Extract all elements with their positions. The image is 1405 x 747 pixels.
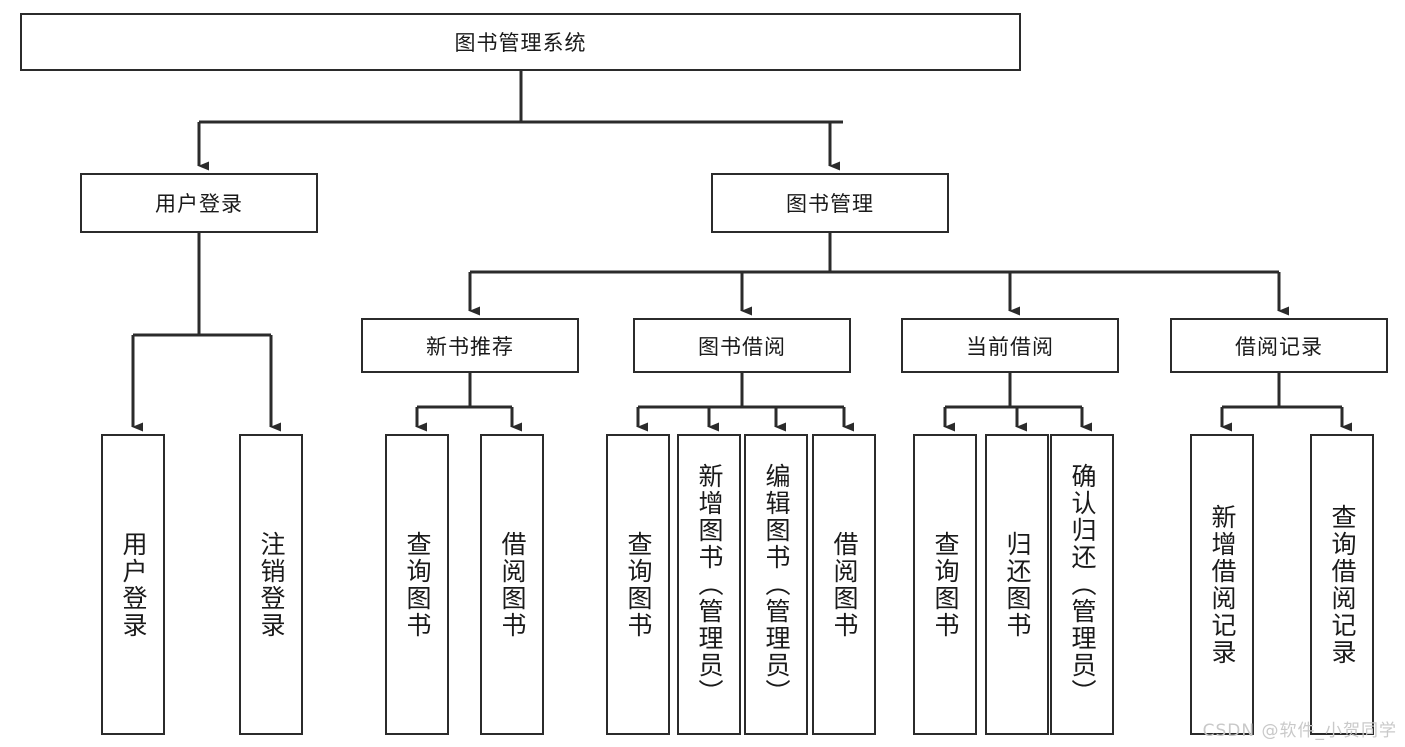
node-leaf-8-label: 借阅图书 — [830, 530, 859, 639]
node-level3-4[interactable]: 借阅记录 — [1170, 318, 1388, 373]
node-level2-2[interactable]: 图书管理 — [711, 173, 949, 233]
node-leaf-11[interactable]: 确认归还（管理员） — [1050, 434, 1114, 735]
node-leaf-4[interactable]: 借阅图书 — [480, 434, 544, 735]
node-level3-2-label: 图书借阅 — [698, 334, 786, 359]
node-level2-1[interactable]: 用户登录 — [80, 173, 318, 233]
node-leaf-10-label: 归还图书 — [1003, 530, 1032, 639]
node-leaf-7-label: 编辑图书（管理员） — [762, 463, 791, 706]
node-leaf-9[interactable]: 查询图书 — [913, 434, 977, 735]
node-leaf-8[interactable]: 借阅图书 — [812, 434, 876, 735]
node-level3-2[interactable]: 图书借阅 — [633, 318, 851, 373]
node-leaf-3[interactable]: 查询图书 — [385, 434, 449, 735]
node-leaf-5-label: 查询图书 — [624, 530, 653, 639]
node-leaf-4-label: 借阅图书 — [498, 530, 527, 639]
node-level2-1-label: 用户登录 — [155, 192, 243, 216]
node-leaf-11-label: 确认归还（管理员） — [1068, 463, 1097, 706]
node-leaf-1-label: 用户登录 — [119, 530, 148, 639]
node-leaf-13[interactable]: 查询借阅记录 — [1310, 434, 1374, 735]
node-level3-3[interactable]: 当前借阅 — [901, 318, 1119, 373]
node-leaf-6[interactable]: 新增图书（管理员） — [677, 434, 741, 735]
node-leaf-12[interactable]: 新增借阅记录 — [1190, 434, 1254, 735]
node-leaf-3-label: 查询图书 — [403, 530, 432, 639]
node-leaf-12-label: 新增借阅记录 — [1208, 503, 1237, 666]
node-level3-1[interactable]: 新书推荐 — [361, 318, 579, 373]
node-level3-3-label: 当前借阅 — [966, 334, 1054, 359]
node-leaf-2-label: 注销登录 — [257, 530, 286, 639]
node-leaf-6-label: 新增图书（管理员） — [695, 463, 724, 706]
node-level3-4-label: 借阅记录 — [1235, 334, 1323, 359]
node-leaf-13-label: 查询借阅记录 — [1328, 503, 1357, 666]
node-root[interactable]: 图书管理系统 — [20, 13, 1021, 71]
node-level2-2-label: 图书管理 — [786, 192, 874, 216]
node-leaf-5[interactable]: 查询图书 — [606, 434, 670, 735]
node-leaf-2[interactable]: 注销登录 — [239, 434, 303, 735]
node-level3-1-label: 新书推荐 — [426, 334, 514, 359]
node-root-label: 图书管理系统 — [454, 31, 587, 55]
node-leaf-9-label: 查询图书 — [931, 530, 960, 639]
node-leaf-1[interactable]: 用户登录 — [101, 434, 165, 735]
node-leaf-7[interactable]: 编辑图书（管理员） — [744, 434, 808, 735]
node-leaf-10[interactable]: 归还图书 — [985, 434, 1049, 735]
